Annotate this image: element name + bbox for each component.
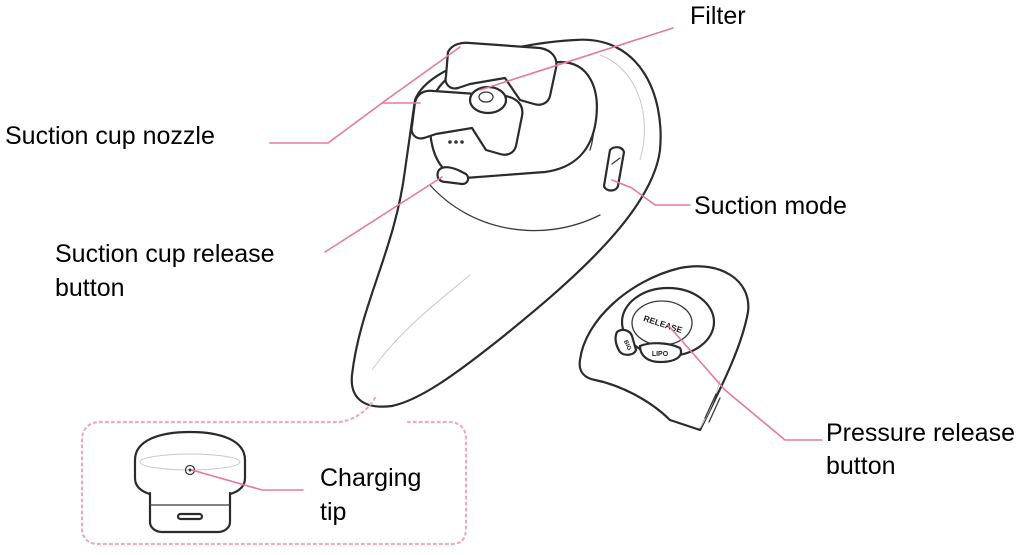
pressure-release-label-line1: Pressure release bbox=[826, 419, 1015, 447]
pressure-release-closeup: RELEASE BIG LIPO bbox=[578, 265, 750, 432]
suction-cup-nozzle-label: Suction cup nozzle bbox=[5, 122, 215, 150]
leader-nozzle bbox=[269, 102, 421, 144]
leader-lines bbox=[191, 27, 823, 491]
mode-right-marking: LIPO bbox=[652, 351, 669, 358]
leader-suction-mode bbox=[611, 179, 691, 206]
suction-cup-release-label-line2: button bbox=[55, 274, 125, 302]
main-device bbox=[350, 38, 662, 408]
leader-pressure-release bbox=[667, 324, 823, 441]
leader-release-button bbox=[324, 176, 443, 253]
charging-tip-closeup bbox=[80, 396, 468, 546]
charging-tip-label-line2: tip bbox=[320, 498, 347, 526]
suction-mode-label: Suction mode bbox=[694, 192, 847, 220]
suction-cup-release-label-line1: Suction cup release bbox=[55, 240, 275, 268]
mode-left-marking: BIG bbox=[622, 339, 632, 352]
filter-label: Filter bbox=[690, 2, 746, 30]
leader-filter bbox=[479, 27, 674, 91]
charging-tip-label-line1: Charging bbox=[320, 464, 422, 492]
leader-nozzle-upper bbox=[381, 46, 461, 104]
leader-charging-tip bbox=[191, 469, 304, 491]
pressure-release-label-line2: button bbox=[826, 452, 896, 480]
